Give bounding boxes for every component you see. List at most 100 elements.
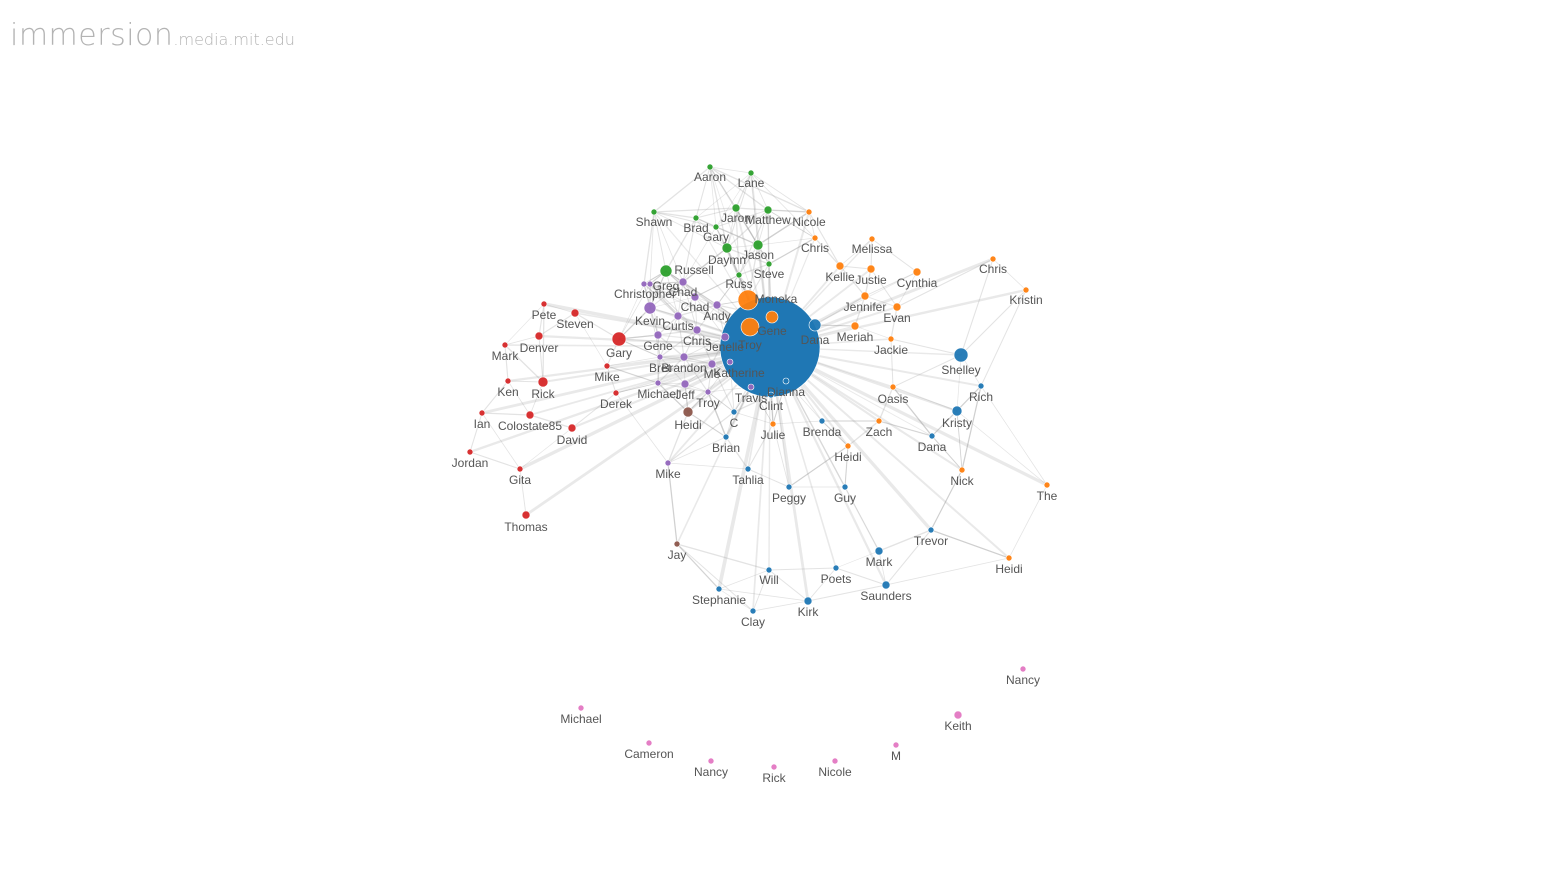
contact-node[interactable] (650, 208, 658, 216)
contact-node[interactable] (721, 242, 733, 254)
contact-node[interactable] (785, 483, 793, 491)
contact-node[interactable] (747, 383, 755, 391)
contact-node[interactable] (521, 510, 531, 520)
contact-node[interactable] (868, 235, 876, 243)
contact-node[interactable] (875, 417, 883, 425)
contact-node[interactable] (803, 596, 813, 606)
contact-node[interactable] (603, 362, 611, 370)
contact-node[interactable] (841, 483, 849, 491)
contact-node[interactable] (656, 353, 664, 361)
contact-node[interactable] (765, 310, 779, 324)
contact-node[interactable] (692, 325, 702, 335)
contact-node[interactable] (722, 433, 730, 441)
contact-node[interactable] (643, 301, 657, 315)
contact-node[interactable] (678, 277, 688, 287)
contact-node[interactable] (892, 302, 902, 312)
contact-node[interactable] (730, 408, 738, 416)
contact-node[interactable] (682, 406, 694, 418)
contact-node[interactable] (654, 379, 662, 387)
contact-node[interactable] (747, 169, 755, 177)
contact-node[interactable] (537, 376, 549, 388)
contact-node[interactable] (715, 585, 723, 593)
contact-node[interactable] (765, 566, 773, 574)
contact-node[interactable] (712, 223, 720, 231)
contact-node[interactable] (927, 526, 935, 534)
contact-node[interactable] (534, 331, 544, 341)
contact-node[interactable] (811, 234, 819, 242)
contact-node[interactable] (1005, 554, 1013, 562)
contact-node[interactable] (706, 163, 714, 171)
contact-node[interactable] (740, 317, 760, 337)
contact-node[interactable] (928, 432, 936, 440)
contact-node[interactable] (953, 710, 963, 720)
contact-node[interactable] (466, 448, 474, 456)
contact-node[interactable] (612, 389, 620, 397)
contact-node[interactable] (770, 763, 778, 771)
contact-node[interactable] (707, 359, 717, 369)
contact-node[interactable] (782, 377, 790, 385)
contact-node[interactable] (818, 417, 826, 425)
contact-node[interactable] (989, 255, 997, 263)
contact-node[interactable] (679, 352, 689, 362)
contact-node[interactable] (707, 757, 715, 765)
contact-node[interactable] (850, 321, 860, 331)
contact-node[interactable] (1043, 481, 1051, 489)
contact-node[interactable] (673, 540, 681, 548)
contact-node[interactable] (653, 330, 663, 340)
contact-node[interactable] (704, 388, 712, 396)
contact-node[interactable] (749, 607, 757, 615)
contact-node[interactable] (835, 261, 845, 271)
contact-node[interactable] (692, 214, 700, 222)
contact-node[interactable] (887, 335, 895, 343)
contact-node[interactable] (1019, 665, 1027, 673)
contact-node[interactable] (874, 546, 884, 556)
contact-node[interactable] (744, 465, 752, 473)
contact-node[interactable] (958, 466, 966, 474)
contact-node[interactable] (977, 382, 985, 390)
contact-node[interactable] (731, 203, 741, 213)
contact-node[interactable] (889, 383, 897, 391)
contact-node[interactable] (844, 442, 852, 450)
contact-node[interactable] (808, 318, 822, 332)
contact-node[interactable] (737, 289, 759, 311)
contact-node[interactable] (525, 410, 535, 420)
contact-node[interactable] (951, 405, 963, 417)
contact-node[interactable] (769, 420, 777, 428)
contact-node[interactable] (892, 741, 900, 749)
contact-node[interactable] (567, 423, 577, 433)
contact-node[interactable] (866, 264, 876, 274)
contact-node[interactable] (832, 564, 840, 572)
contact-node[interactable] (720, 332, 730, 342)
contact-node[interactable] (953, 347, 969, 363)
contact-node[interactable] (504, 377, 512, 385)
contact-node[interactable] (767, 391, 775, 399)
contact-node[interactable] (805, 208, 813, 216)
contact-node[interactable] (673, 311, 683, 321)
contact-node[interactable] (659, 264, 673, 278)
contact-node[interactable] (570, 308, 580, 318)
contact-node[interactable] (1022, 286, 1030, 294)
contact-node[interactable] (712, 300, 722, 310)
contact-node[interactable] (860, 291, 870, 301)
contact-node[interactable] (763, 205, 773, 215)
contact-node[interactable] (881, 580, 891, 590)
contact-node[interactable] (765, 260, 773, 268)
contact-node[interactable] (752, 239, 764, 251)
immersion-logo[interactable]: immersion.media.mit.edu (10, 18, 295, 53)
contact-node[interactable] (726, 358, 734, 366)
contact-node[interactable] (680, 379, 690, 389)
contact-node[interactable] (690, 292, 700, 302)
contact-node[interactable] (645, 739, 653, 747)
contact-node[interactable] (577, 704, 585, 712)
contact-node[interactable] (646, 280, 654, 288)
contact-node[interactable] (664, 459, 672, 467)
contact-node[interactable] (611, 331, 627, 347)
contact-node[interactable] (478, 409, 486, 417)
contact-node[interactable] (912, 267, 922, 277)
contact-node[interactable] (501, 341, 509, 349)
contact-node[interactable] (540, 300, 548, 308)
contact-node[interactable] (735, 271, 743, 279)
contact-node[interactable] (831, 757, 839, 765)
contact-node[interactable] (516, 465, 524, 473)
